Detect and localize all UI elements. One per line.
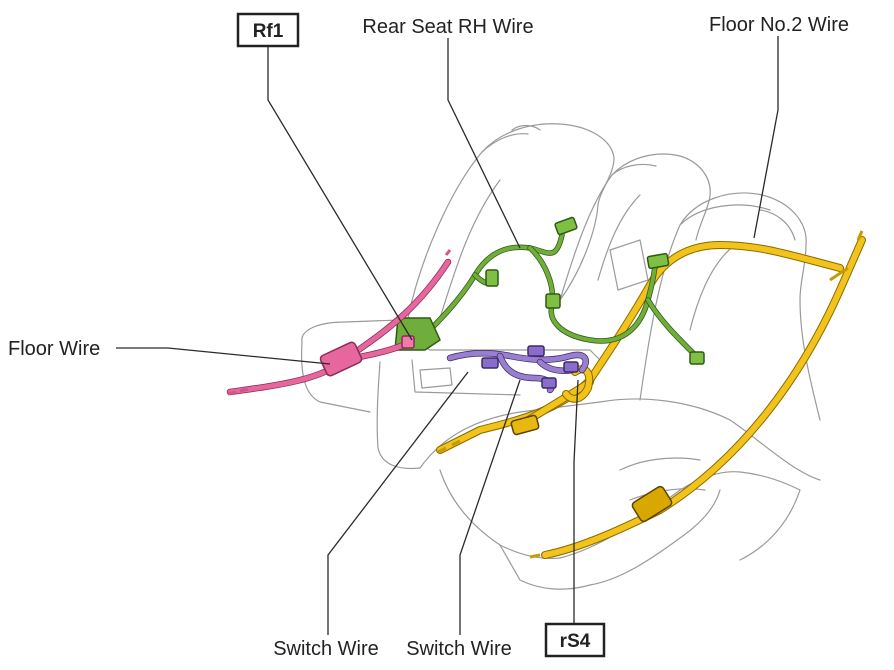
leader-lines (116, 36, 779, 635)
switch-wire-harness (446, 345, 589, 394)
rear-seat-rh-wire-harness (394, 216, 705, 365)
rear-seat-rh-wire-label: Rear Seat RH Wire (362, 16, 533, 38)
rs4-label: rS4 (560, 631, 591, 652)
rf1-label: Rf1 (253, 21, 284, 42)
floor-no2-wire-label: Floor No.2 Wire (709, 14, 849, 36)
switch-wire-left-label: Switch Wire (273, 638, 379, 660)
switch-wire-right-label: Switch Wire (406, 638, 512, 660)
rs4-label-box: rS4 (544, 622, 606, 658)
floor-wire-harness (226, 249, 452, 396)
rf1-label-box: Rf1 (236, 12, 300, 48)
floor-wire-label: Floor Wire (8, 338, 100, 360)
rear-seat-outline (300, 123, 821, 590)
